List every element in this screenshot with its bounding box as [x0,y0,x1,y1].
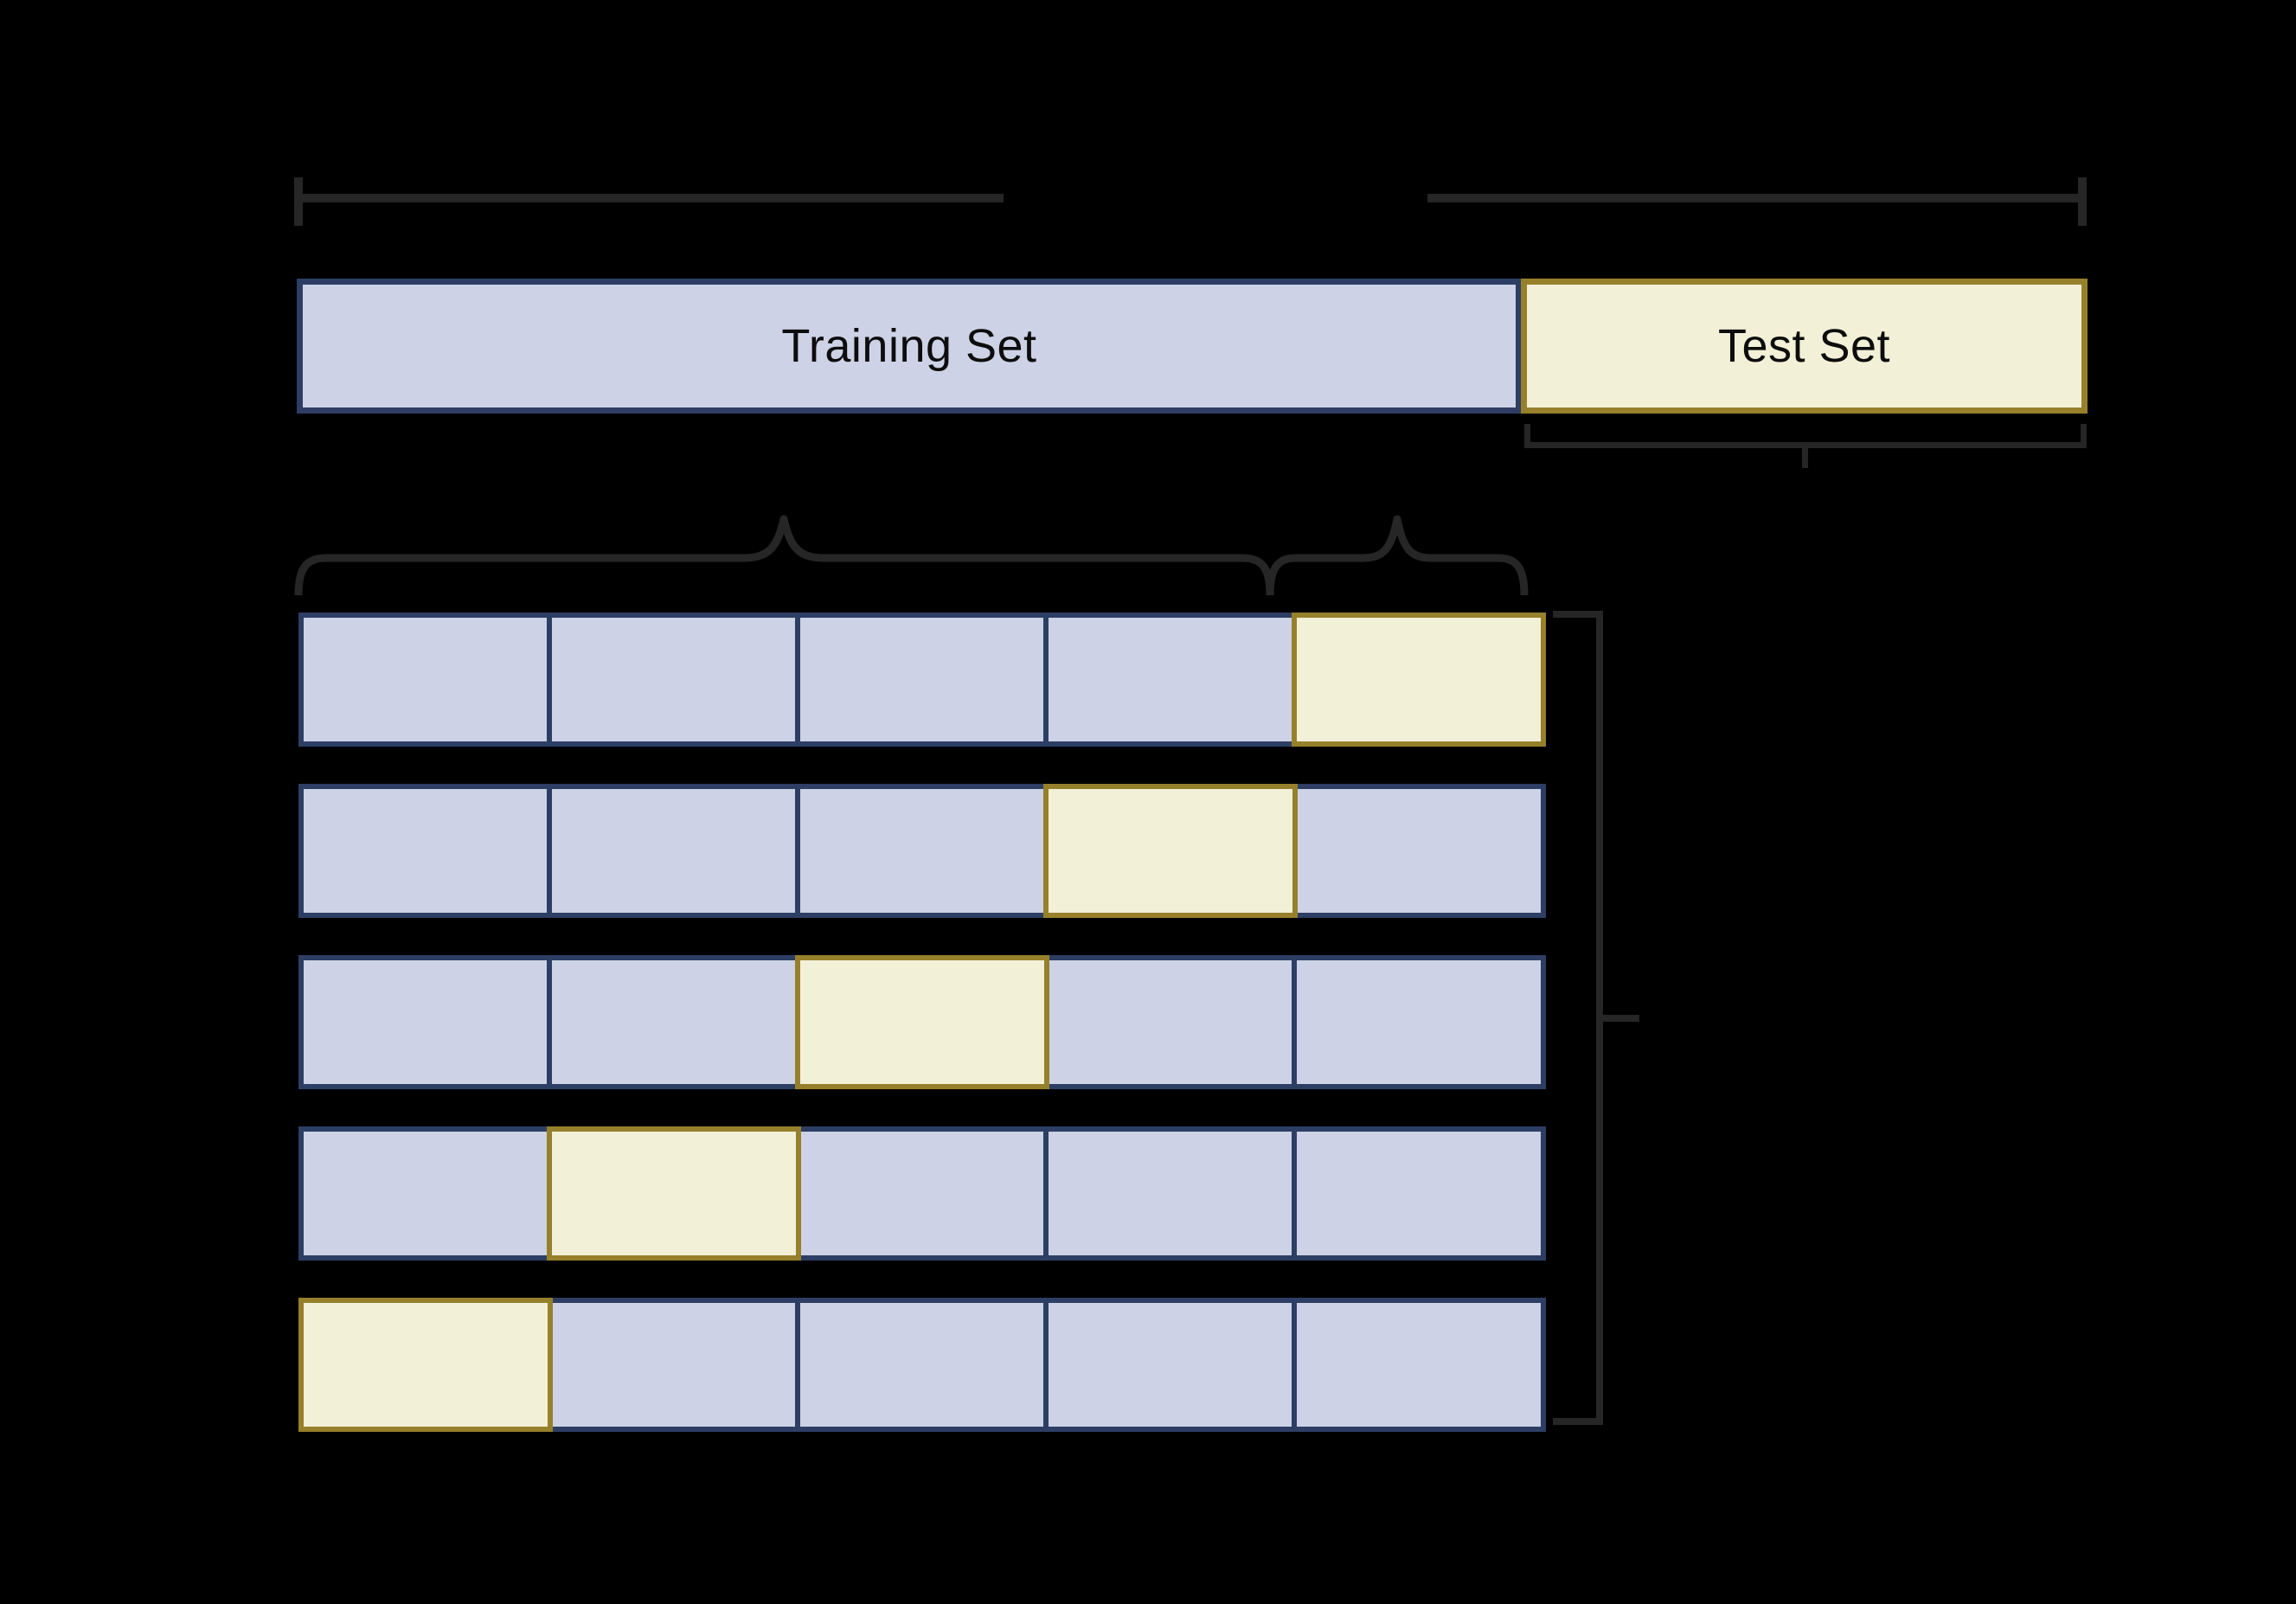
validation-fold-cell [795,955,1049,1089]
training-fold-cell [1292,1126,1546,1261]
data-bracket-left-segment [298,194,1004,202]
training-fold-cell [547,1298,801,1432]
splits-bracket-bottom-cap [1553,1418,1603,1425]
training-fold-cell [1043,955,1298,1089]
data-bracket-right-segment [1427,194,2082,202]
training-set-bar: Training Set [297,279,1522,414]
splits-bracket-middle-tick [1596,1015,1639,1022]
training-fold-cell [1043,1126,1298,1261]
training-fold-cell [795,1126,1049,1261]
training-fold-cell [1043,1298,1298,1432]
training-fold-cell [298,613,553,747]
data-bracket-right-cap [2078,177,2087,226]
cv-splits-grid [298,613,1546,1434]
training-fold-cell [795,1298,1049,1432]
training-set-label: Training Set [781,320,1037,372]
test-set-label: Test Set [1717,320,1891,372]
training-fold-cell [795,784,1049,918]
test-underbracket-center-stem [1802,442,1808,468]
training-folds-brace [294,515,1274,596]
training-fold-cell [795,613,1049,747]
training-fold-cell [1043,613,1298,747]
test-set-bar: Test Set [1521,279,2088,414]
validation-fold-cell [298,1298,553,1432]
training-fold-cell [298,1126,553,1261]
validation-fold-cell [1292,613,1546,747]
validation-fold-cell [547,1126,801,1261]
training-fold-cell [298,784,553,918]
training-fold-cell [298,955,553,1089]
splits-bracket-top-cap [1553,611,1603,618]
validation-fold-brace [1266,515,1529,596]
training-fold-cell [1292,1298,1546,1432]
validation-fold-cell [1043,784,1298,918]
training-fold-cell [1292,955,1546,1089]
training-fold-cell [547,784,801,918]
training-fold-cell [547,955,801,1089]
test-underbracket-left-tick [1524,424,1530,448]
training-fold-cell [1292,784,1546,918]
training-fold-cell [547,613,801,747]
test-underbracket-right-tick [2081,424,2087,448]
